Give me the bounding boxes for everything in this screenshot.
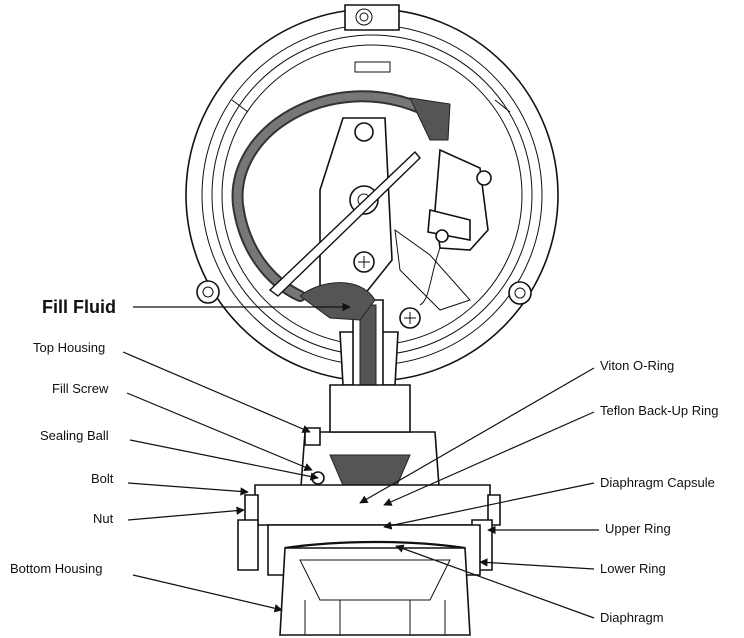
top-housing — [299, 384, 441, 501]
leader-top-housing — [122, 351, 311, 433]
bourdon-tube — [231, 90, 451, 302]
leader-bolt — [127, 482, 249, 496]
leader-bottom-housing — [132, 574, 283, 613]
label-fill-fluid: Fill Fluid — [42, 297, 116, 317]
linkage — [394, 148, 492, 311]
leader-lower-ring — [479, 558, 595, 570]
bezel-screw-right — [508, 281, 532, 305]
pointer — [268, 150, 421, 297]
leader-fill-screw — [126, 392, 313, 471]
label-viton-o-ring: Viton O-Ring — [600, 358, 674, 373]
label-teflon-back-up-ring: Teflon Back-Up Ring — [600, 403, 719, 418]
label-diaphragm: Diaphragm — [600, 610, 664, 625]
bottom-housing — [279, 547, 471, 636]
label-bottom-housing: Bottom Housing — [10, 561, 103, 576]
label-nut: Nut — [93, 511, 114, 526]
bezel-screw-left — [196, 280, 220, 304]
label-diaphragm-capsule: Diaphragm Capsule — [600, 475, 715, 490]
leader-teflon-back-up-ring — [383, 411, 595, 506]
label-bolt: Bolt — [91, 471, 114, 486]
leader-sealing-ball — [129, 439, 319, 481]
label-top-housing: Top Housing — [33, 340, 105, 355]
bolt-left — [237, 519, 259, 571]
leader-nut — [127, 506, 245, 521]
label-sealing-ball: Sealing Ball — [40, 428, 109, 443]
upper-ring — [244, 484, 501, 526]
leader-viton-o-ring — [359, 367, 595, 504]
leader-diaphragm — [395, 544, 595, 619]
label-lower-ring: Lower Ring — [600, 561, 666, 576]
label-upper-ring: Upper Ring — [605, 521, 671, 536]
leader-diaphragm-capsule — [383, 482, 595, 530]
label-fill-screw: Fill Screw — [52, 381, 109, 396]
diaphragm — [284, 540, 466, 550]
